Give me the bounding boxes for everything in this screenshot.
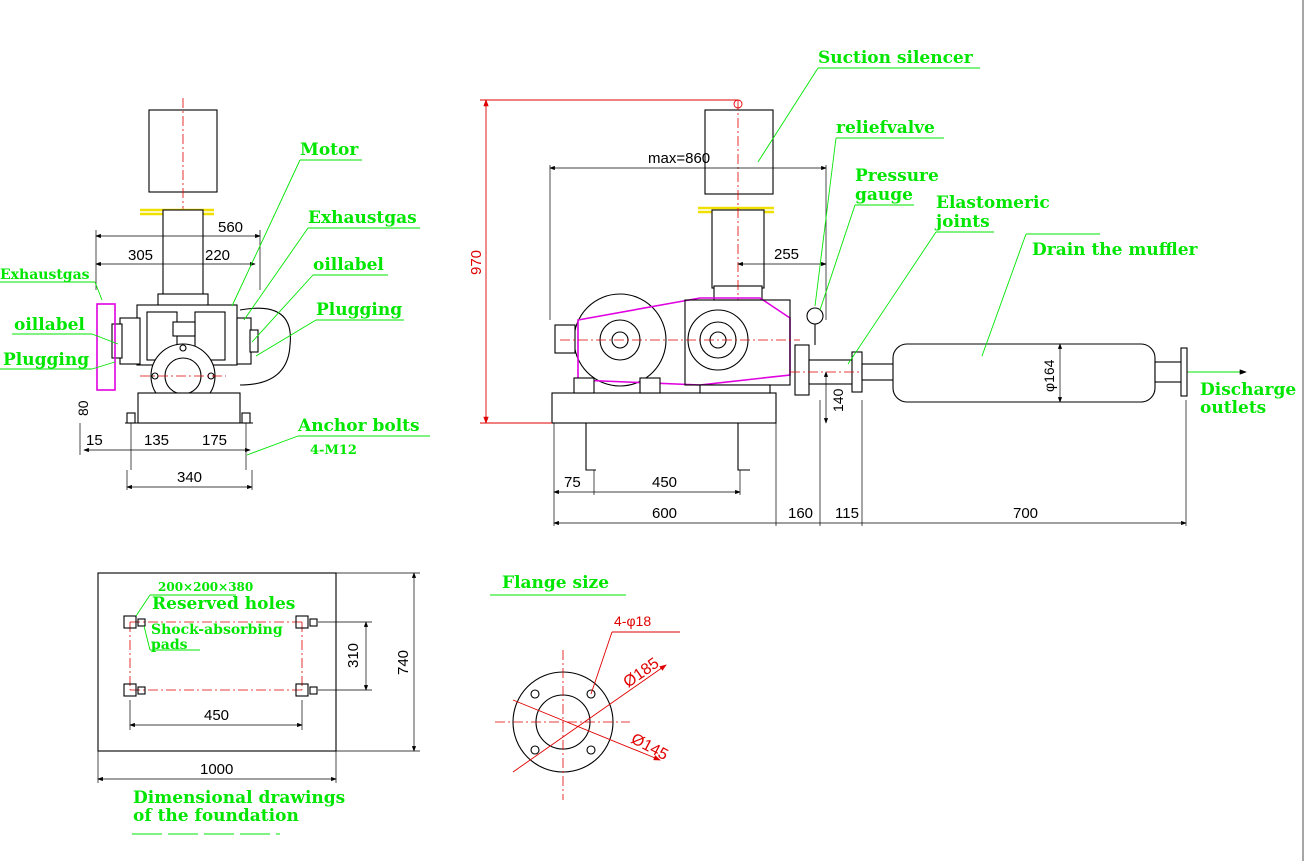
dim-1000: 1000 bbox=[200, 761, 233, 778]
dim-305: 305 bbox=[128, 247, 153, 264]
dim-175: 175 bbox=[202, 432, 227, 449]
label-pads: pads bbox=[151, 637, 188, 653]
label-drain-muffler: Drain the muffler bbox=[1032, 240, 1199, 260]
dim-255: 255 bbox=[774, 246, 799, 263]
label-outlets: outlets bbox=[1200, 398, 1266, 418]
label-relief-valve: reliefvalve bbox=[836, 118, 935, 138]
reserved-hole bbox=[295, 615, 309, 629]
label-plugging: Plugging bbox=[316, 300, 402, 320]
label-of-the-foundation: of the foundation bbox=[133, 806, 299, 826]
dim-560: 560 bbox=[218, 219, 243, 236]
flange-view: Flange size 4-φ18 Ø185 Ø145 bbox=[490, 573, 680, 800]
label-suction-silencer: Suction silencer bbox=[818, 48, 974, 68]
label-hole-size: 200×200×380 bbox=[158, 580, 253, 594]
dim-115: 115 bbox=[835, 505, 859, 522]
label-exhaustgas-left: Exhaustgas bbox=[0, 267, 90, 283]
dim-970: 970 bbox=[468, 250, 485, 275]
label-exhaustgas: Exhaustgas bbox=[308, 208, 417, 228]
label-anchor-bolts: Anchor bolts bbox=[297, 416, 420, 436]
dim-450: 450 bbox=[652, 474, 677, 491]
dim-164: φ164 bbox=[1041, 359, 1057, 392]
dim-foundation-450: 450 bbox=[204, 707, 229, 724]
label-dimensional-drawings: Dimensional drawings bbox=[133, 788, 345, 808]
front-view: 560 305 220 80 15 135 175 340 Motor Exha… bbox=[0, 98, 430, 490]
dim-flange-145: Ø145 bbox=[628, 731, 671, 764]
side-base bbox=[551, 392, 777, 424]
label-discharge: Discharge bbox=[1200, 380, 1296, 400]
label-pressure: Pressure bbox=[855, 166, 939, 186]
dim-160: 160 bbox=[788, 505, 813, 522]
label-oillabel-left: oillabel bbox=[14, 315, 85, 335]
label-gauge: gauge bbox=[855, 185, 913, 205]
front-base bbox=[137, 392, 241, 424]
reserved-hole bbox=[295, 683, 309, 697]
dim-135: 135 bbox=[144, 432, 169, 449]
dim-700: 700 bbox=[1013, 505, 1038, 522]
label-flange-holes: 4-φ18 bbox=[614, 613, 651, 629]
pressure-gauge bbox=[806, 307, 824, 325]
label-anchor-spec: 4-M12 bbox=[310, 443, 357, 458]
reserved-hole bbox=[123, 683, 137, 697]
reserved-hole bbox=[123, 615, 137, 629]
label-shock-absorbing: Shock-absorbing bbox=[151, 622, 283, 638]
dim-740: 740 bbox=[395, 650, 412, 675]
label-flange-size: Flange size bbox=[502, 573, 609, 593]
label-oillabel: oillabel bbox=[313, 255, 384, 275]
dim-220: 220 bbox=[205, 247, 230, 264]
discharge-muffler bbox=[892, 343, 1156, 403]
label-motor: Motor bbox=[300, 140, 359, 160]
foundation-view: 310 740 450 1000 200×200×380 Reserved ho… bbox=[97, 572, 420, 835]
dim-80: 80 bbox=[75, 400, 91, 416]
side-view: 970 max=860 255 φ164 140 75 450 600 160 … bbox=[468, 48, 1296, 526]
label-plugging-left: Plugging bbox=[3, 350, 89, 370]
suction-silencer-body bbox=[704, 109, 774, 195]
label-elastomeric: Elastomeric bbox=[936, 193, 1050, 213]
label-joints: joints bbox=[934, 212, 990, 232]
dim-75: 75 bbox=[564, 474, 581, 491]
dim-600: 600 bbox=[652, 505, 677, 522]
dim-340: 340 bbox=[177, 469, 202, 486]
dim-15: 15 bbox=[86, 432, 103, 449]
dim-140: 140 bbox=[830, 388, 846, 412]
dim-max-860: max=860 bbox=[648, 150, 710, 167]
dim-flange-185: Ø185 bbox=[621, 655, 663, 691]
dim-310: 310 bbox=[345, 643, 362, 668]
foundation-slab bbox=[97, 572, 337, 752]
belt-guard bbox=[96, 303, 116, 391]
label-reserved-holes: Reserved holes bbox=[152, 594, 295, 614]
